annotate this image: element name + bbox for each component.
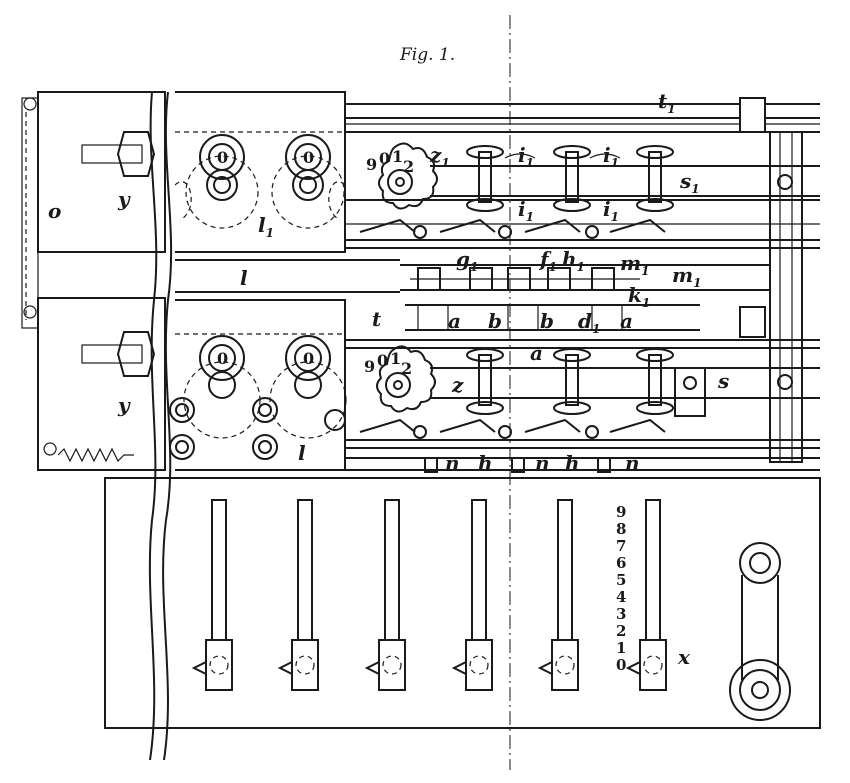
display-digit-1: 0 [217, 148, 228, 167]
slot-3[interactable] [364, 499, 406, 691]
counter-box-bottom [169, 299, 347, 471]
spring [57, 447, 134, 463]
slides [424, 457, 611, 473]
left-housing-top [21, 91, 166, 329]
display-digit-4: 0 [303, 349, 314, 368]
scale-3: 3 [616, 605, 626, 623]
dial-bottom-1: 1 [390, 349, 401, 368]
dial-wheel-z1 [378, 142, 438, 210]
keyboard-plate [104, 477, 821, 729]
label-g1: g1 [456, 247, 478, 274]
label-h-a: h [478, 451, 493, 475]
dial-top-0: 0 [379, 149, 390, 168]
rollers-top [466, 145, 674, 212]
scale-8: 8 [616, 520, 626, 538]
gear-train [410, 267, 640, 331]
label-i1-b: i1 [603, 143, 619, 170]
label-z1: z1 [429, 143, 450, 170]
label-t1: t1 [658, 89, 676, 116]
display-digit-2: 0 [303, 148, 314, 167]
left-housing-bottom [23, 297, 166, 471]
dial-bottom-0: 0 [377, 351, 388, 370]
label-a-1: a [448, 309, 461, 333]
scale-1: 1 [616, 639, 626, 657]
label-b-1: b [488, 309, 502, 333]
label-o: o [48, 199, 61, 223]
label-l-lower: l [298, 441, 306, 465]
figure-caption: Fig. 1. [399, 45, 455, 65]
label-i1-c: i1 [518, 197, 534, 224]
label-m1-b: m1 [672, 263, 702, 290]
dial-top-1: 1 [392, 147, 403, 166]
scale-7: 7 [616, 537, 626, 555]
label-y-bottom: y [117, 393, 131, 417]
counter-box-top [174, 91, 346, 253]
slot-1[interactable] [191, 499, 233, 691]
label-n-2: n [535, 451, 550, 475]
dial-wheel-z [376, 345, 436, 413]
dial-top-9: 9 [366, 155, 377, 174]
scale-0: 0 [616, 656, 626, 674]
slot-2[interactable] [277, 499, 319, 691]
slot-4[interactable] [451, 499, 493, 691]
dial-bottom-9: 9 [364, 357, 375, 376]
label-i1-a: i1 [518, 143, 534, 170]
label-f1: f1 [538, 247, 557, 274]
dial-bottom-2: 2 [401, 359, 412, 378]
mechanism-frame [345, 97, 820, 471]
label-z: z [451, 373, 464, 397]
label-y-top: y [117, 187, 131, 211]
label-d1: d1 [578, 309, 600, 336]
break-line [162, 91, 173, 761]
scale-2: 2 [616, 622, 626, 640]
label-s1: s1 [679, 169, 700, 196]
label-n-3: n [625, 451, 640, 475]
label-s: s [717, 369, 729, 393]
label-m1-a: m1 [620, 251, 650, 278]
dial-top-2: 2 [403, 157, 414, 176]
label-a-3: a [620, 309, 633, 333]
rollers-bottom [466, 348, 674, 415]
label-i1-d: i1 [603, 197, 619, 224]
scale-6: 6 [616, 554, 626, 572]
label-t: t [372, 307, 382, 331]
knob-y-top [116, 131, 156, 177]
label-a-2: a [530, 341, 543, 365]
display-digit-3: 0 [217, 349, 228, 368]
slot-6[interactable] [625, 499, 667, 691]
scale-9: 9 [616, 503, 626, 521]
scale-5: 5 [616, 571, 626, 589]
label-n-1: n [445, 451, 460, 475]
label-h-b: h [565, 451, 580, 475]
scale-4: 4 [616, 588, 626, 606]
label-l: l [240, 266, 248, 290]
label-x: x [677, 645, 691, 669]
slot-5[interactable] [537, 499, 579, 691]
slider-slots [191, 499, 667, 691]
label-k1: k1 [628, 283, 650, 310]
label-l1: l1 [258, 213, 274, 240]
knob-y-bottom [116, 331, 156, 377]
label-h1: h1 [562, 247, 585, 274]
pawls [359, 218, 666, 439]
crank-handle[interactable] [729, 542, 791, 721]
label-b-2: b [540, 309, 554, 333]
